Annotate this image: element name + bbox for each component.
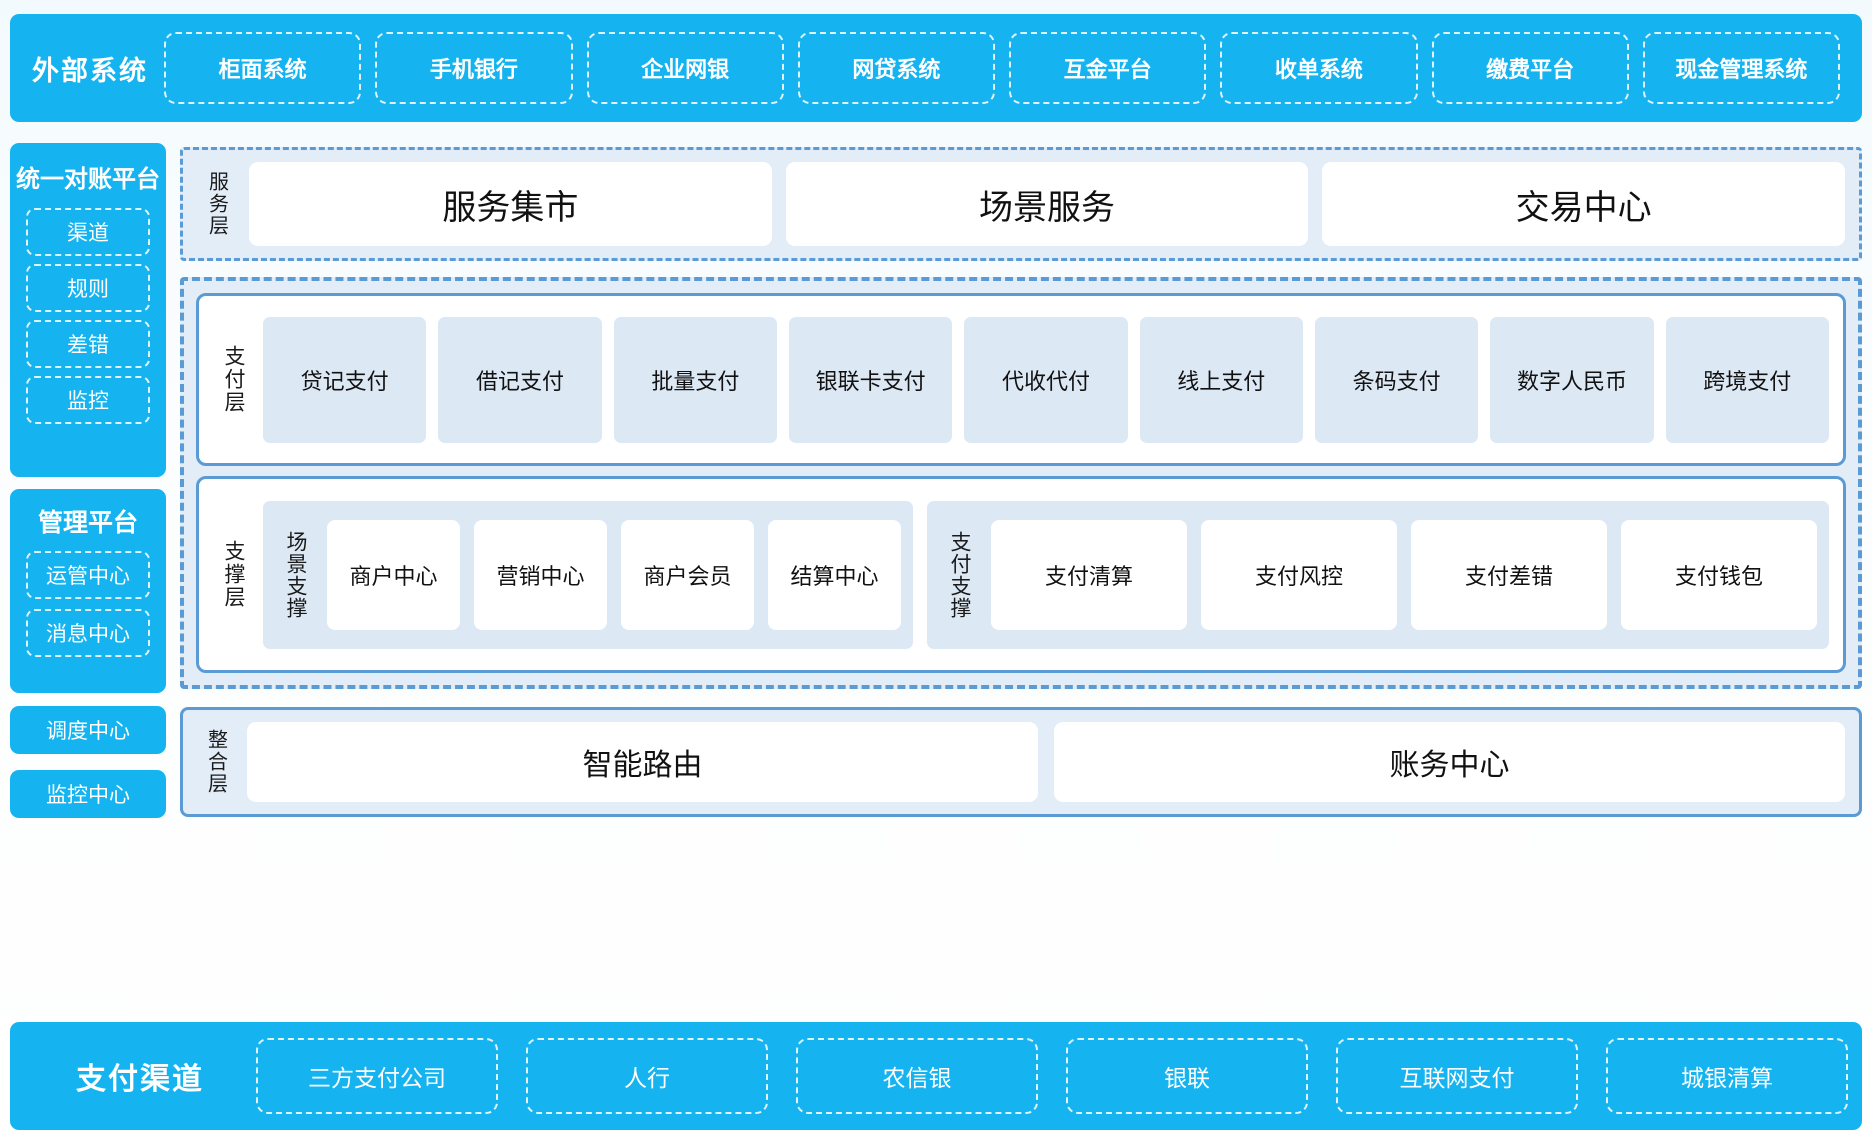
payment-support-subgroup: 支付支撑 支付清算 支付风控 支付差错 支付钱包 [927,500,1829,649]
integration-layer-box: 整合层 智能路由 账务中心 [180,707,1862,817]
support-card-merchant-center[interactable]: 商户中心 [327,519,460,630]
pay-tile-digital-rmb[interactable]: 数字人民币 [1490,316,1654,443]
external-system-chip-fintech[interactable]: 互金平台 [1009,32,1207,104]
core-layers-group: 支付层 贷记支付 借记支付 批量支付 银联卡支付 代收代付 线上支付 条码支付 … [180,277,1862,689]
reconciliation-platform-panel: 统一对账平台 渠道 规则 差错 监控 [10,143,166,477]
scene-support-card-list: 商户中心 营销中心 商户会员 结算中心 [327,519,901,630]
pay-tile-unionpay-card[interactable]: 银联卡支付 [788,316,953,443]
integration-layer-card-list: 智能路由 账务中心 [247,722,1845,802]
integration-card-smart-routing[interactable]: 智能路由 [247,722,1038,802]
reconciliation-platform-title: 统一对账平台 [16,166,160,193]
external-system-chip-cash-mgmt[interactable]: 现金管理系统 [1642,32,1840,104]
scheduler-center-panel[interactable]: 调度中心 [10,706,166,754]
service-card-transaction-center[interactable]: 交易中心 [1322,162,1846,246]
payment-support-label: 支付支撑 [948,530,971,619]
payment-layer-box: 支付层 贷记支付 借记支付 批量支付 银联卡支付 代收代付 线上支付 条码支付 … [196,293,1846,467]
recon-chip-rules[interactable]: 规则 [26,264,150,312]
pay-tile-batch-payment[interactable]: 批量支付 [613,316,777,443]
payment-channels-title: 支付渠道 [76,1063,204,1096]
pay-tile-collection-payment[interactable]: 代收代付 [964,316,1128,443]
pay-tile-cross-border[interactable]: 跨境支付 [1665,316,1829,443]
support-card-merchant-member[interactable]: 商户会员 [621,519,754,630]
support-card-payment-wallet[interactable]: 支付钱包 [1621,519,1817,630]
recon-chip-exception[interactable]: 差错 [26,320,150,368]
reconciliation-chip-list: 渠道 规则 差错 监控 [26,208,150,424]
monitor-center-panel[interactable]: 监控中心 [10,770,166,818]
integration-card-accounting-center[interactable]: 账务中心 [1054,722,1845,802]
management-chip-list: 运管中心 消息中心 [26,551,150,657]
pay-tile-credit-payment[interactable]: 贷记支付 [263,316,427,443]
payment-channels-chip-list: 三方支付公司 人行 农信银 银联 互联网支付 城银清算 [256,1038,1862,1114]
management-platform-panel: 管理平台 运管中心 消息中心 [10,489,166,693]
channel-chip-unionpay[interactable]: 银联 [1066,1038,1308,1114]
payment-channels-bar: 支付渠道 三方支付公司 人行 农信银 银联 互联网支付 城银清算 [10,1022,1862,1130]
pay-tile-online-payment[interactable]: 线上支付 [1139,316,1303,443]
external-systems-title: 外部系统 [32,55,148,86]
channel-chip-pboc[interactable]: 人行 [526,1038,768,1114]
support-card-marketing-center[interactable]: 营销中心 [474,519,607,630]
external-system-chip-counter[interactable]: 柜面系统 [164,32,362,104]
support-layer-label: 支撑层 [222,540,245,610]
service-layer-card-list: 服务集市 场景服务 交易中心 [249,162,1846,246]
external-system-chip-online-loan[interactable]: 网贷系统 [797,32,995,104]
external-system-chip-mobile-bank[interactable]: 手机银行 [375,32,573,104]
support-card-settlement-center[interactable]: 结算中心 [768,519,901,630]
service-card-scenario-service[interactable]: 场景服务 [785,162,1309,246]
external-systems-bar: 外部系统 柜面系统 手机银行 企业网银 网贷系统 互金平台 收单系统 缴费平台 … [10,14,1862,122]
service-card-service-market[interactable]: 服务集市 [249,162,772,246]
pay-tile-debit-payment[interactable]: 借记支付 [438,316,602,443]
pay-tile-barcode-payment[interactable]: 条码支付 [1314,316,1479,443]
external-system-chip-corporate-bank[interactable]: 企业网银 [586,32,784,104]
scene-support-subgroup: 场景支撑 商户中心 营销中心 商户会员 结算中心 [263,500,913,649]
recon-chip-channel[interactable]: 渠道 [26,208,150,256]
service-layer-group: 服务层 服务集市 场景服务 交易中心 [180,147,1862,261]
support-card-payment-clearing[interactable]: 支付清算 [991,519,1187,630]
recon-chip-monitor[interactable]: 监控 [26,376,150,424]
external-system-chip-billpay[interactable]: 缴费平台 [1431,32,1629,104]
manage-chip-message-center[interactable]: 消息中心 [26,609,150,657]
support-card-payment-riskcontrol[interactable]: 支付风控 [1201,519,1397,630]
scene-support-label: 场景支撑 [284,530,307,619]
support-card-payment-exception[interactable]: 支付差错 [1411,519,1607,630]
payment-support-card-list: 支付清算 支付风控 支付差错 支付钱包 [991,519,1817,630]
service-layer-label: 服务层 [205,171,228,237]
payment-layer-label: 支付层 [222,345,245,415]
external-systems-chip-list: 柜面系统 手机银行 企业网银 网贷系统 互金平台 收单系统 缴费平台 现金管理系… [164,32,1846,104]
support-layer-subgroup-list: 场景支撑 商户中心 营销中心 商户会员 结算中心 支付支撑 支付清算 支付风控 … [263,500,1829,649]
channel-chip-city-bank-clearing[interactable]: 城银清算 [1606,1038,1848,1114]
support-layer-box: 支撑层 场景支撑 商户中心 营销中心 商户会员 结算中心 支付支撑 支付清算 [196,476,1846,673]
channel-chip-rcc-bank[interactable]: 农信银 [796,1038,1038,1114]
channel-chip-internet-payment[interactable]: 互联网支付 [1336,1038,1578,1114]
payment-layer-cell-list: 贷记支付 借记支付 批量支付 银联卡支付 代收代付 线上支付 条码支付 数字人民… [263,316,1829,443]
external-system-chip-acquiring[interactable]: 收单系统 [1220,32,1418,104]
integration-layer-label: 整合层 [204,729,227,795]
manage-chip-operations-center[interactable]: 运管中心 [26,551,150,599]
management-platform-title: 管理平台 [37,509,138,537]
channel-chip-third-party[interactable]: 三方支付公司 [256,1038,498,1114]
